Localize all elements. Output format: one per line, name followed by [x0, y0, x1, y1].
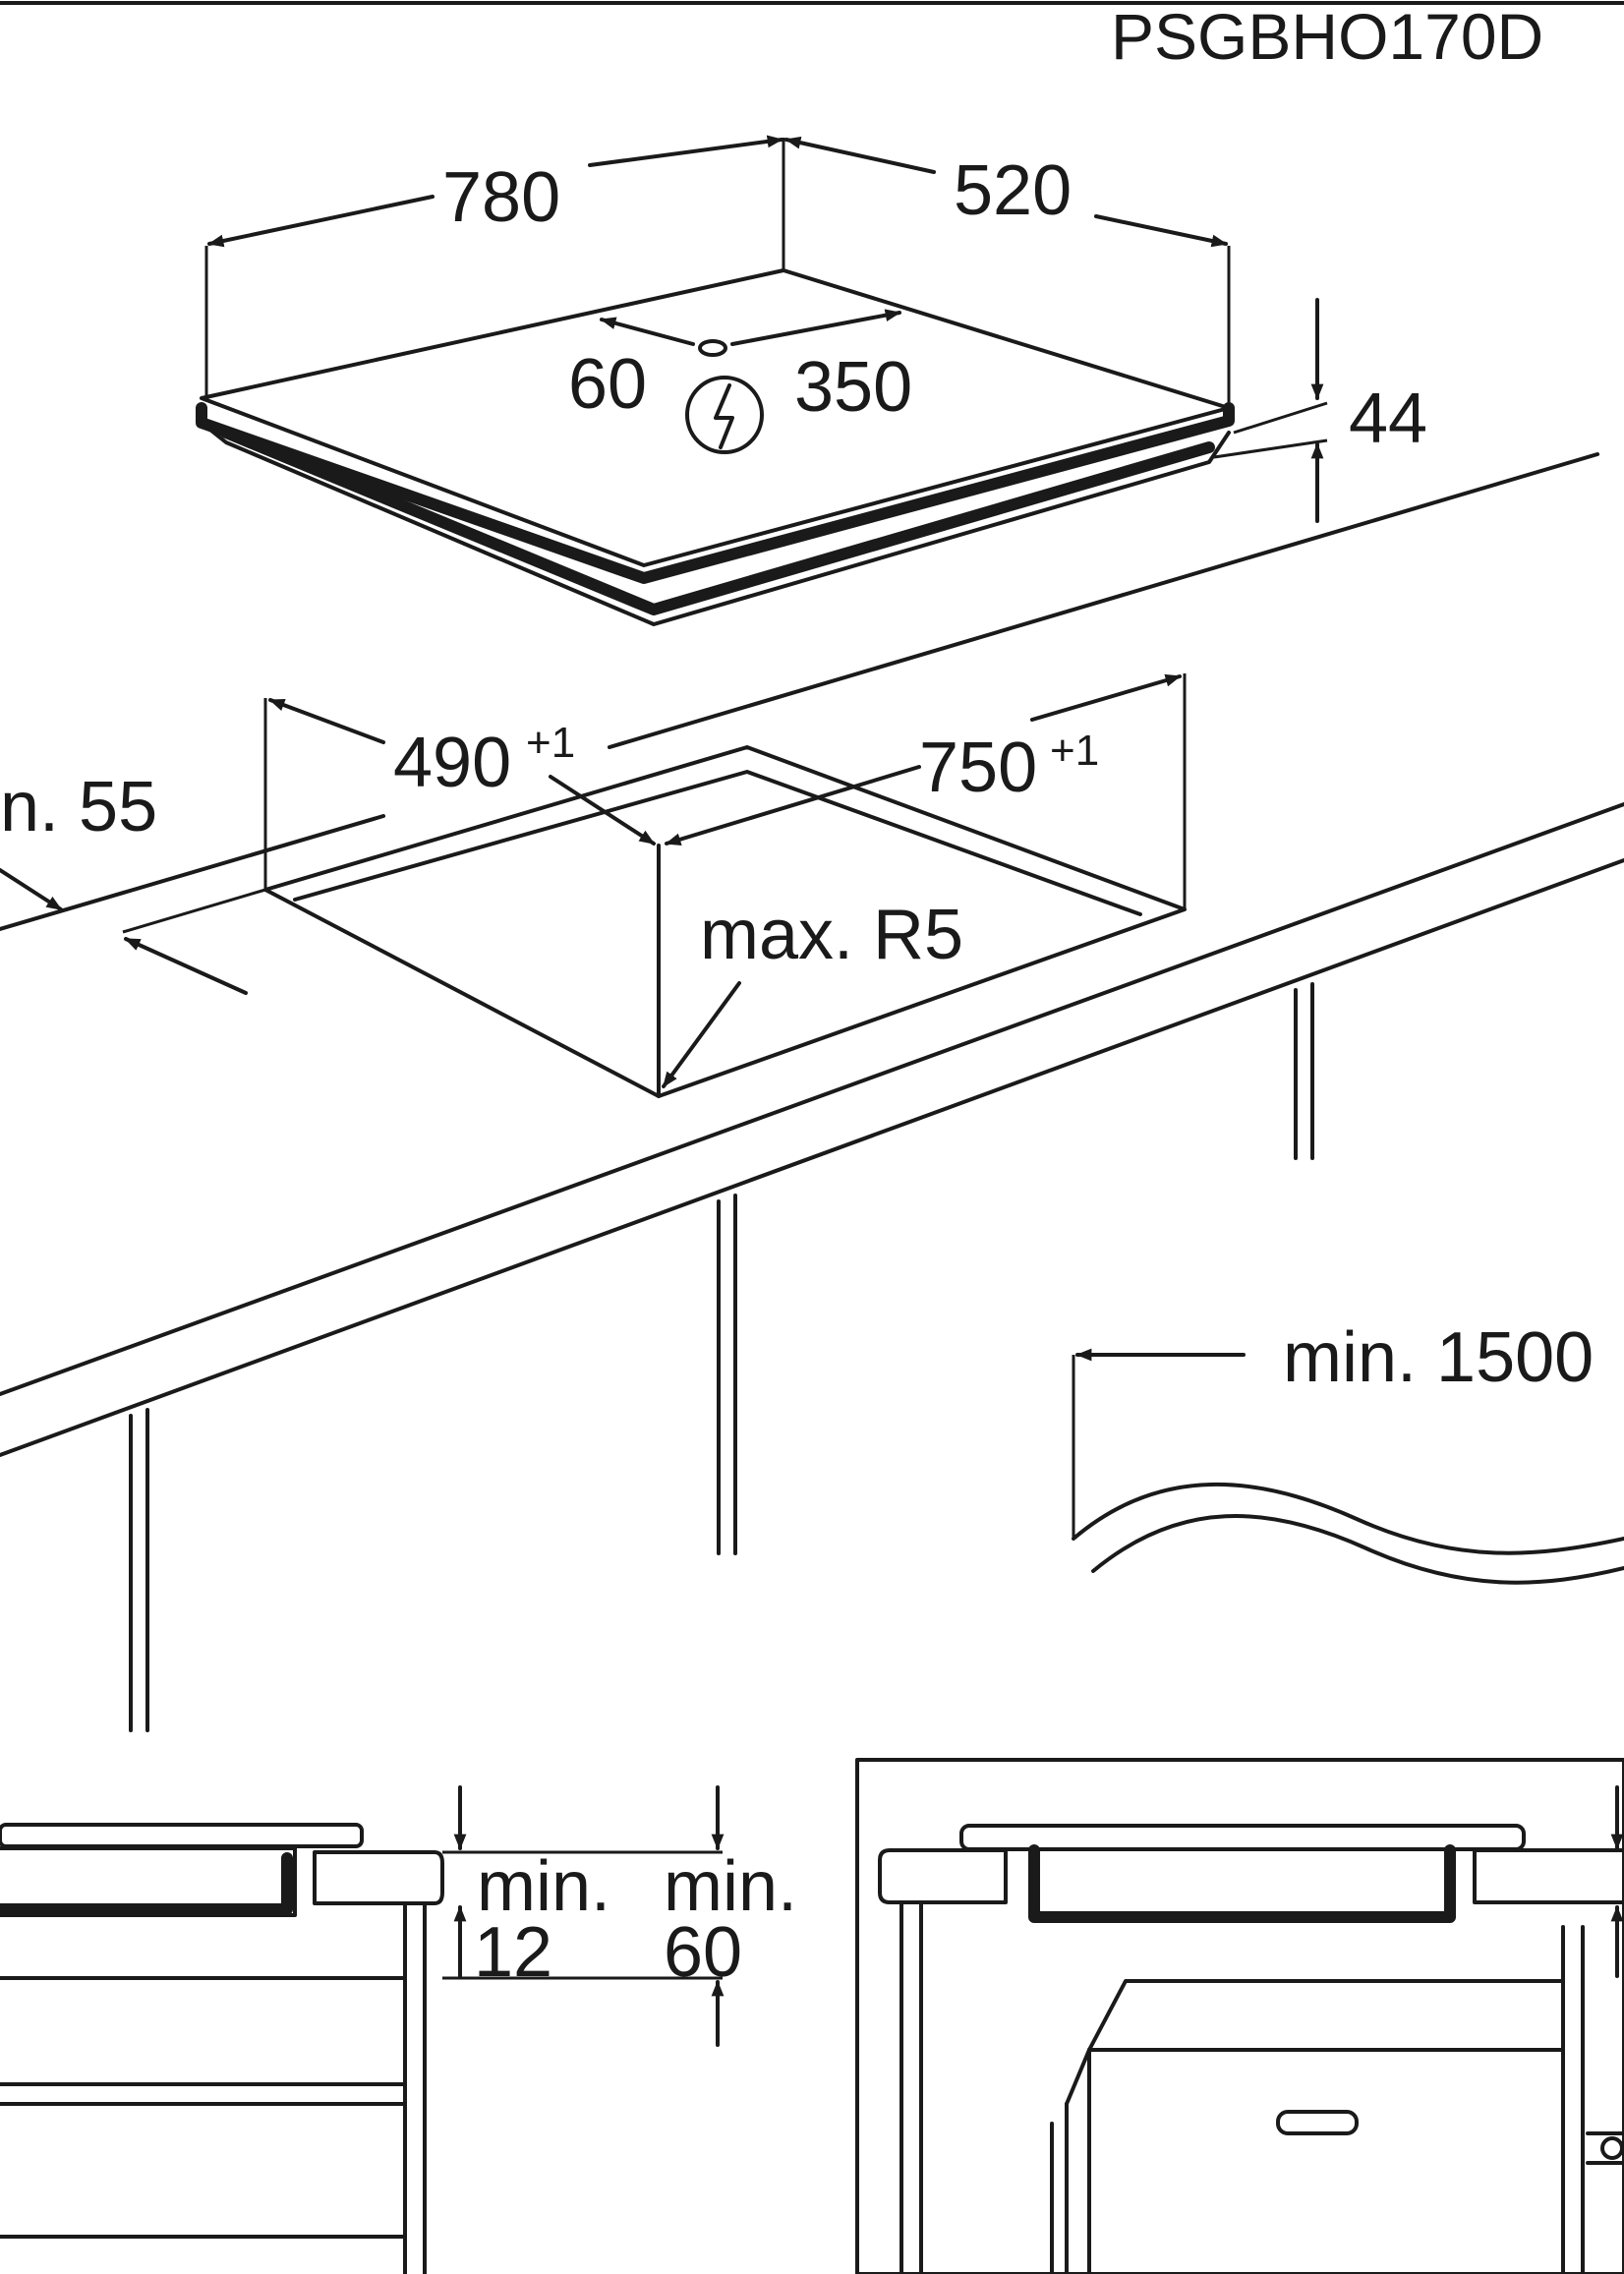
worktop: [0, 452, 1624, 1457]
corner-radius-label: max. R5: [700, 896, 963, 974]
mains-cable: min. 1500: [1072, 1318, 1624, 1585]
min-60-value: 60: [664, 1913, 742, 1992]
min-12-value: 12: [474, 1913, 552, 1992]
section-detail-left: [0, 1823, 723, 2274]
front-distance-label: n. 55: [0, 768, 157, 846]
min-60-prefix: min.: [664, 1847, 797, 1926]
cable-outlet: [698, 339, 727, 357]
dimension-min-12: min. 12: [453, 1785, 610, 1992]
dimension-cutout-width: 750 +1: [665, 673, 1182, 845]
dimension-corner-radius: max. R5: [662, 896, 963, 1088]
cable-left-label: 60: [568, 345, 647, 424]
lightning-bolt-icon: [685, 376, 764, 454]
worktop-cutout: [263, 673, 1187, 1098]
section-detail-right: [855, 1758, 1624, 2274]
cable-right-label: 350: [794, 348, 912, 427]
dimension-cutout-depth: 490 +1: [268, 698, 656, 845]
cable-length-label: min. 1500: [1283, 1318, 1594, 1397]
dimension-cable-position: 60 350: [568, 309, 912, 427]
dimension-hob-height: 44: [1213, 298, 1427, 523]
cabinet-supports: [129, 982, 1314, 1732]
dimension-front-distance: n. 55: [0, 768, 248, 995]
dimension-hob-width: 780: [204, 135, 785, 398]
cutout-width-label: 750: [919, 729, 1037, 807]
hob-depth-label: 520: [954, 151, 1072, 230]
cutout-depth-label: 490: [393, 724, 511, 802]
model-code-box: PSGBHO170D: [0, 0, 1624, 73]
dimension-hob-depth: 520: [784, 136, 1231, 408]
dimension-min-60: min. 60: [664, 1785, 797, 2047]
hob-width-label: 780: [442, 158, 560, 237]
min-12-prefix: min.: [477, 1847, 610, 1926]
hob-height-label: 44: [1349, 379, 1427, 458]
cutout-depth-tolerance: +1: [526, 719, 575, 767]
cutout-width-tolerance: +1: [1050, 727, 1099, 775]
model-code: PSGBHO170D: [1111, 0, 1543, 73]
hob-outline: [196, 268, 1235, 626]
